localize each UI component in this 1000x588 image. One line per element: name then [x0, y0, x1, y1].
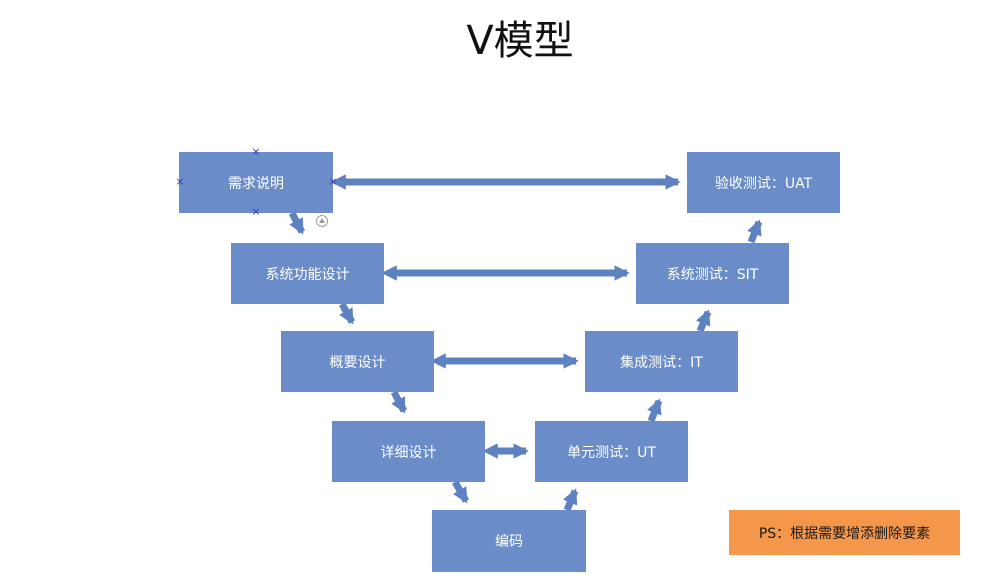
- box-system-function-design-label: 系统功能设计: [265, 266, 350, 283]
- box-coding-label: 编码: [495, 534, 523, 550]
- note-text: PS：根据需要增添删除要素: [758, 525, 931, 542]
- box-integration-test[interactable]: 集成测试：IT: [585, 331, 738, 392]
- arrow-coding-to-unit-test: [563, 488, 579, 512]
- selection-handle-top[interactable]: ×: [251, 145, 261, 158]
- selection-handle-right[interactable]: ×: [328, 175, 338, 188]
- arrow-requirements-to-system-design: [288, 211, 306, 235]
- rotate-handle-icon[interactable]: [316, 215, 328, 227]
- box-requirements-label: 需求说明: [228, 175, 284, 192]
- arrow-integration-to-system-test: [696, 309, 712, 333]
- arrow-unit-test-to-integration: [647, 398, 663, 423]
- selection-handle-left[interactable]: ×: [175, 175, 185, 188]
- note-box[interactable]: PS：根据需要增添删除要素: [729, 510, 960, 555]
- box-system-test-label: 系统测试：SIT: [666, 266, 759, 283]
- box-requirements[interactable]: 需求说明: [179, 152, 333, 213]
- selection-handle-bottom[interactable]: ×: [251, 205, 261, 218]
- diagram-title: V模型: [466, 18, 574, 64]
- box-detailed-design[interactable]: 详细设计: [332, 421, 485, 482]
- box-system-test[interactable]: 系统测试：SIT: [636, 243, 789, 304]
- box-acceptance-test[interactable]: 验收测试：UAT: [687, 152, 840, 213]
- box-unit-test[interactable]: 单元测试：UT: [535, 421, 688, 482]
- box-detailed-design-label: 详细设计: [380, 444, 437, 461]
- box-integration-test-label: 集成测试：IT: [620, 354, 703, 371]
- arrow-detailed-to-coding: [451, 480, 470, 504]
- arrow-system-design-to-outline: [338, 302, 356, 325]
- box-coding[interactable]: 编码: [432, 510, 586, 572]
- arrow-outline-to-detailed: [390, 390, 408, 414]
- box-outline-design-label: 概要设计: [329, 354, 386, 371]
- box-acceptance-test-label: 验收测试：UAT: [714, 175, 813, 192]
- box-outline-design[interactable]: 概要设计: [281, 331, 434, 392]
- box-unit-test-label: 单元测试：UT: [567, 444, 656, 461]
- arrow-system-test-to-acceptance: [747, 219, 763, 244]
- box-system-function-design[interactable]: 系统功能设计: [231, 243, 384, 304]
